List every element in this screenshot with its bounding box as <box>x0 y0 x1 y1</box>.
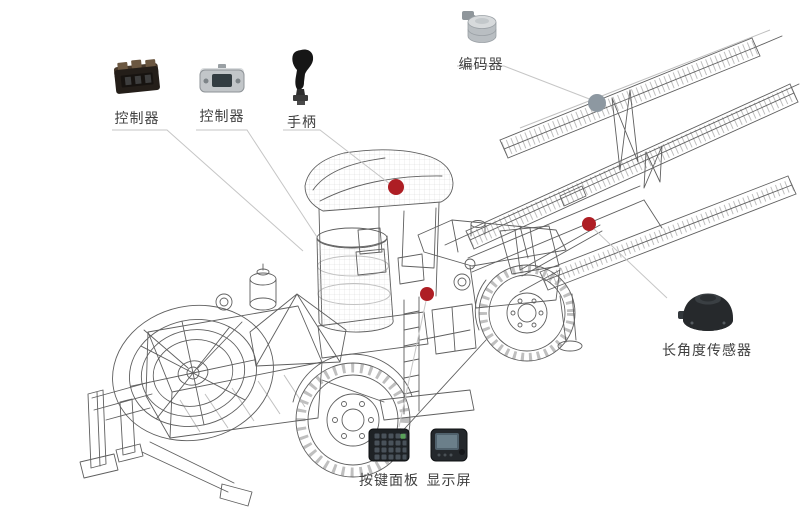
callout-controller-1: 控制器 <box>104 56 170 128</box>
front-body <box>417 219 583 352</box>
leader-encoder <box>457 65 593 101</box>
leader-keypad <box>398 300 427 428</box>
callout-keypad: 按键面板 <box>352 426 426 490</box>
keypad-icon <box>368 428 410 462</box>
boom-assembly <box>444 35 800 293</box>
display-screen-icon <box>430 428 468 462</box>
leader-lines <box>112 65 668 428</box>
encoder-label: 编码器 <box>458 57 504 73</box>
reel-support <box>143 321 243 369</box>
callout-controller-2: 控制器 <box>192 60 252 126</box>
handle-location-marker <box>388 179 404 195</box>
controller-module-icon <box>113 59 160 94</box>
encoder-icon <box>462 11 497 43</box>
callout-display: 显示屏 <box>412 426 486 490</box>
encoder-location-marker <box>588 94 606 112</box>
joystick-icon <box>292 49 314 105</box>
front-wheel <box>474 264 576 362</box>
leader-controller-1 <box>112 129 304 252</box>
controller-display-icon <box>199 64 245 93</box>
keypad-label: 按键面板 <box>359 473 419 489</box>
rear-body <box>145 263 471 439</box>
angle-sensor-icon <box>678 293 733 331</box>
angle-sensor-label: 长角度传感器 <box>662 343 752 359</box>
leader-angle-sensor <box>593 228 668 299</box>
leader-handle <box>283 129 391 185</box>
controller-1-label: 控制器 <box>114 111 160 127</box>
rear-wheel <box>292 353 413 478</box>
display-label: 显示屏 <box>426 473 472 489</box>
outriggers <box>79 381 253 507</box>
callout-handle: 手柄 <box>272 48 332 132</box>
angle-sensor-location-marker <box>582 217 596 231</box>
controller-2-label: 控制器 <box>199 109 245 125</box>
wireframe-lines <box>79 35 800 507</box>
callout-angle-sensor: 长角度传感器 <box>656 282 758 360</box>
cab <box>304 149 454 359</box>
handle-label: 手柄 <box>287 115 317 131</box>
panel-location-marker <box>420 287 434 301</box>
callout-encoder: 编码器 <box>448 8 514 74</box>
leader-controller-2 <box>196 129 318 238</box>
